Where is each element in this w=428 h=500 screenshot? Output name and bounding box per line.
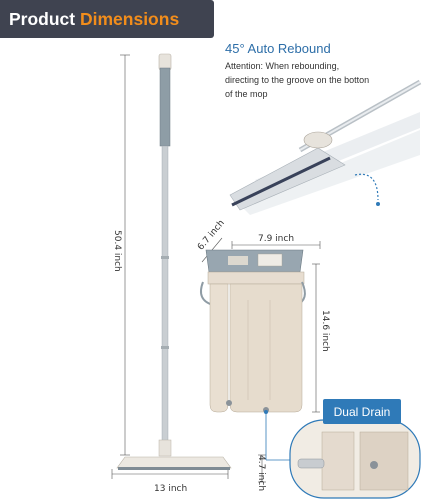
bucket [200,249,306,413]
banner-title: Product Dimensions [9,9,179,30]
callout-title: 45° Auto Rebound [225,41,331,56]
bucket-width-label: 7.9 inch [258,234,295,244]
rebound-detail [210,40,422,220]
banner-title-part2: Dimensions [79,8,180,29]
bucket-height-label: 14.6 inch [320,310,330,352]
mop-height-label: 50.4 inch [112,230,122,272]
callout-body: Attention: When rebounding, directing to… [225,61,370,99]
pad-width-label: 13 inch [154,484,188,494]
drain-detail [264,410,421,499]
dual-drain-badge: Dual Drain [323,399,401,424]
title-banner: Product Dimensions [0,0,214,38]
pad-depth-label: 4.7 inch [256,455,266,492]
banner-title-part1: Product [9,8,80,29]
mop [116,53,232,470]
